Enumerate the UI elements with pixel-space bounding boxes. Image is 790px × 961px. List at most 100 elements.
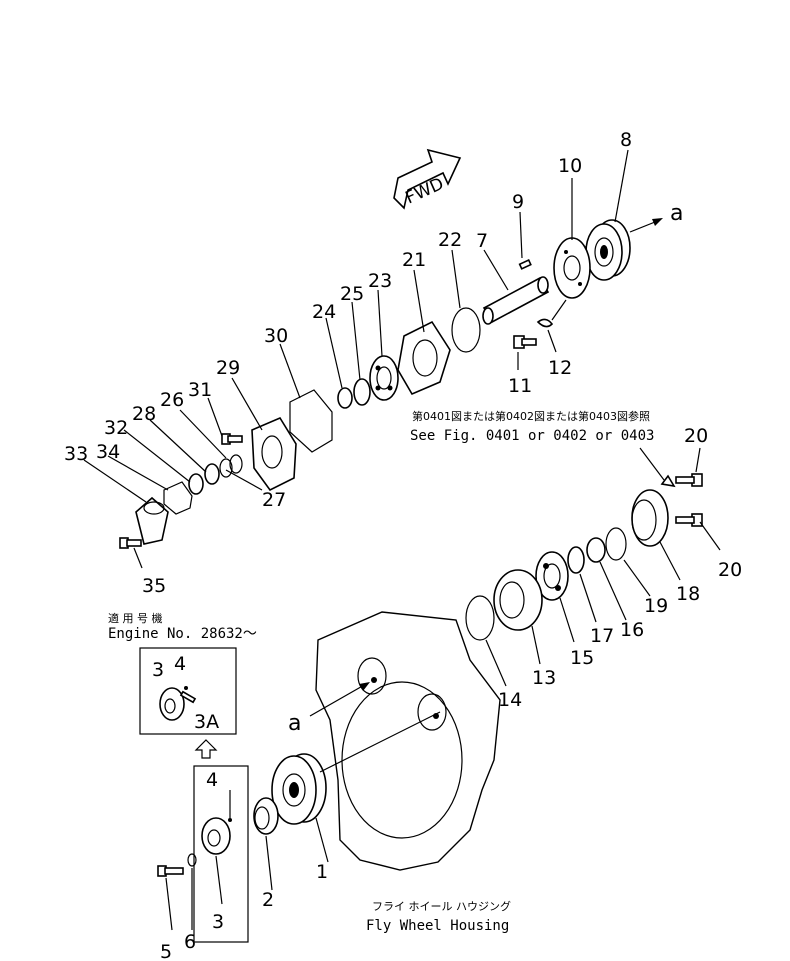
leader-lines-upper xyxy=(83,149,629,569)
leader-line xyxy=(309,683,367,717)
assembly-bracket xyxy=(193,765,249,943)
callout-8: 8 xyxy=(620,129,632,151)
o-ring-19-part xyxy=(605,527,627,561)
bolt-20-lower-part xyxy=(675,513,703,527)
callout-21: 21 xyxy=(402,249,426,271)
cover-3-alt-part xyxy=(159,687,197,721)
callout-16: 16 xyxy=(620,619,644,641)
callout-29: 29 xyxy=(216,357,240,379)
leader-lines-lower xyxy=(165,790,329,931)
callout-20a: 20 xyxy=(684,425,708,447)
housing-label-en: Fly Wheel Housing xyxy=(366,918,509,934)
bearing-1-part xyxy=(271,753,327,825)
bolt-5-part xyxy=(157,865,184,877)
leader-line xyxy=(551,299,567,321)
callout-24: 24 xyxy=(312,301,336,323)
ref-letter-a: a xyxy=(670,201,683,226)
pin-4-part xyxy=(228,818,232,822)
inset-box xyxy=(139,647,237,735)
callout-30: 30 xyxy=(264,325,288,347)
nut-16-part xyxy=(586,537,606,563)
gasket-34-part xyxy=(163,481,193,515)
callout-9: 9 xyxy=(512,191,524,213)
bearing-28-part xyxy=(204,463,220,485)
housing-29-part xyxy=(251,416,297,492)
bolt-20-upper-part xyxy=(675,473,703,487)
leader-line xyxy=(319,711,441,773)
callout-34: 34 xyxy=(96,441,120,463)
callout-18: 18 xyxy=(676,583,700,605)
callout-numbers: 8 10 9 7 22 21 23 25 24 30 29 31 26 28 3… xyxy=(64,129,742,961)
lock-washer-17-part xyxy=(567,546,585,574)
callout-33: 33 xyxy=(64,443,88,465)
cover-21-part xyxy=(397,320,451,396)
fwd-arrow-icon: FWD xyxy=(393,148,462,210)
housing-label-jp: フライ ホイール ハウジング xyxy=(372,899,511,913)
callout-7: 7 xyxy=(476,230,488,252)
pointer-icon xyxy=(660,474,676,488)
nut-24-part xyxy=(337,387,353,409)
callout-10: 10 xyxy=(558,155,582,177)
callout-5: 5 xyxy=(160,941,172,961)
bearing-8-part xyxy=(585,219,631,281)
leader-line xyxy=(639,447,665,481)
callout-4: 4 xyxy=(206,769,218,791)
spacer-2-part xyxy=(253,797,279,835)
callout-26: 26 xyxy=(160,389,184,411)
o-ring-14-part xyxy=(465,595,495,641)
bolt-35-part xyxy=(119,537,142,549)
callout-3-inset: 3 xyxy=(152,659,164,681)
callout-4-inset: 4 xyxy=(174,653,186,675)
callout-3a-inset: 3A xyxy=(194,711,219,733)
key-9-part xyxy=(518,259,532,270)
callout-1: 1 xyxy=(316,861,328,883)
bearing-15-part xyxy=(535,551,569,601)
cover-3-part xyxy=(201,817,231,855)
applicable-label-jp: 適 用 号 機 xyxy=(108,611,163,625)
callout-12: 12 xyxy=(548,357,572,379)
arrow-head-icon xyxy=(359,682,370,691)
ref-letter-a-2: a xyxy=(288,711,301,736)
callout-13: 13 xyxy=(532,667,556,689)
lock-12-part xyxy=(536,318,554,328)
gasket-30-part xyxy=(289,389,333,453)
see-fig-note-en: See Fig. 0401 or 0402 or 0403 xyxy=(410,428,654,444)
callout-6: 6 xyxy=(184,931,196,953)
ring-26-part xyxy=(229,454,243,474)
callout-14: 14 xyxy=(498,689,522,711)
see-fig-note-jp: 第0401図または第0402図または第0403図参照 xyxy=(412,409,650,423)
pin-4-alt-part xyxy=(184,686,188,690)
flywheel-housing-part xyxy=(315,611,501,871)
callout-28: 28 xyxy=(132,403,156,425)
o-ring-22-part xyxy=(451,307,481,353)
arrow-head-icon xyxy=(652,218,663,226)
callout-23: 23 xyxy=(368,270,392,292)
callout-2: 2 xyxy=(262,889,274,911)
washer-6-part xyxy=(187,853,197,867)
bolt-31-part xyxy=(221,433,243,445)
cap-33-part xyxy=(135,496,169,545)
callout-15: 15 xyxy=(570,647,594,669)
cover-18-part xyxy=(631,489,669,547)
callout-35: 35 xyxy=(142,575,166,597)
engine-number-label: Engine No. 28632～ xyxy=(108,626,257,642)
callout-3: 3 xyxy=(212,911,224,933)
callout-19: 19 xyxy=(644,595,668,617)
callout-20b: 20 xyxy=(718,559,742,581)
callout-25: 25 xyxy=(340,283,364,305)
shaft-7-part xyxy=(482,276,550,325)
cage-13-part xyxy=(493,569,543,631)
bearing-23-part xyxy=(369,355,399,401)
seal-32-part xyxy=(188,473,204,495)
callout-27: 27 xyxy=(262,489,286,511)
ring-27-part xyxy=(219,458,233,478)
callout-22: 22 xyxy=(438,229,462,251)
up-arrow-icon xyxy=(194,739,218,759)
bolt-11-part xyxy=(513,335,537,349)
plate-10-part xyxy=(553,237,591,299)
callout-31: 31 xyxy=(188,379,212,401)
callout-32: 32 xyxy=(104,417,128,439)
leader-lines-middle xyxy=(485,447,721,687)
callout-17: 17 xyxy=(590,625,614,647)
